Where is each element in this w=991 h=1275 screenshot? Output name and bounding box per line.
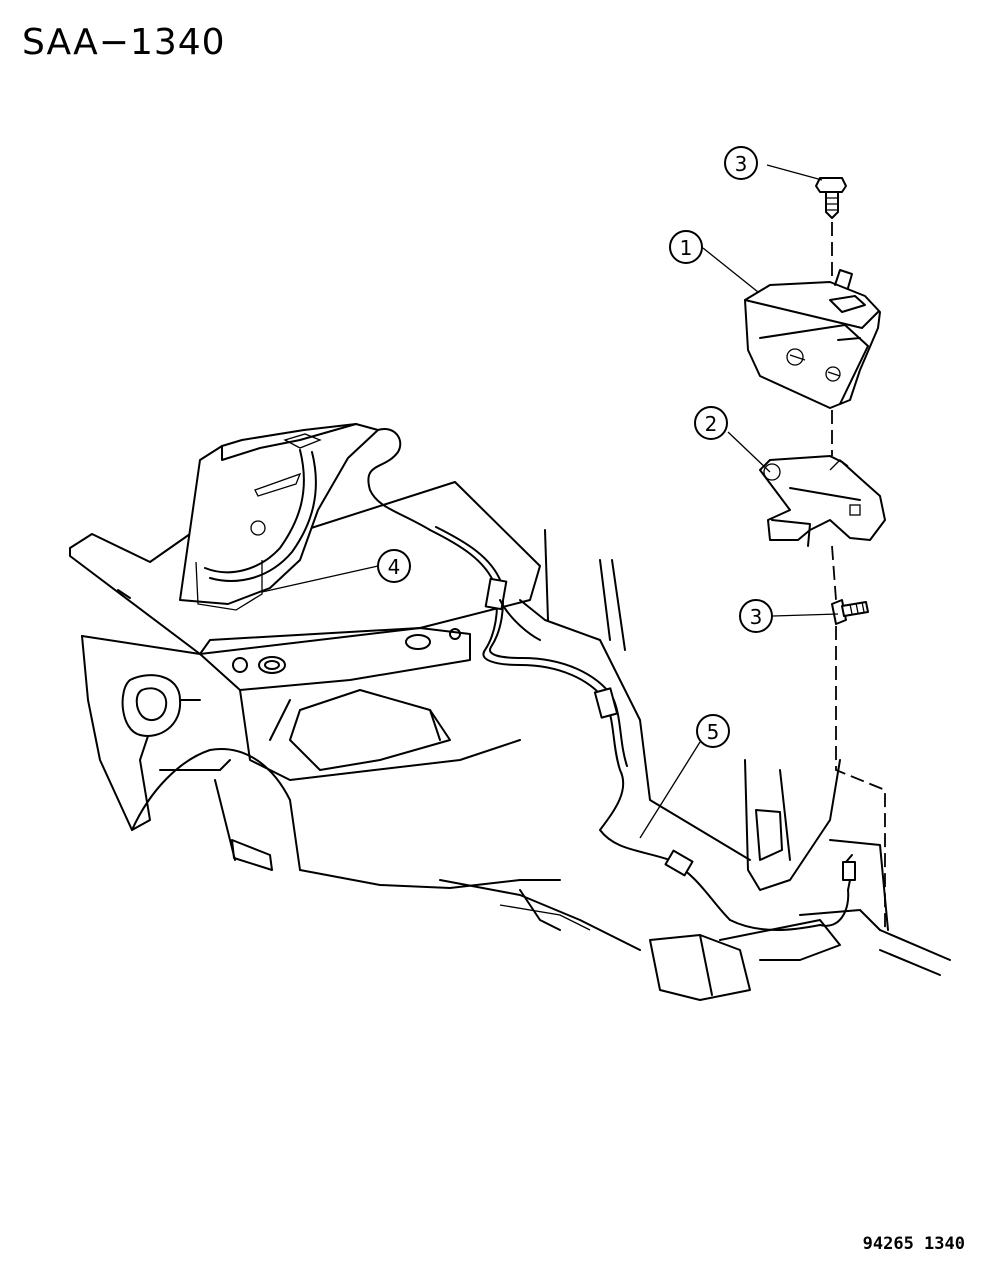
callout-5-label: 5	[707, 720, 720, 744]
release-cable	[429, 526, 856, 931]
callout-1: 1	[669, 230, 703, 264]
callout-2-label: 2	[705, 412, 718, 436]
assembly-guide-line	[831, 222, 886, 930]
callout-3-upper-label: 3	[735, 152, 748, 176]
bolt-upper	[815, 177, 847, 219]
callout-4: 4	[377, 549, 411, 583]
callout-1-label: 1	[680, 236, 693, 260]
bolt-lower	[831, 599, 869, 625]
trunk-body-drawing	[69, 423, 951, 1001]
callout-2: 2	[694, 406, 728, 440]
callout-4-label: 4	[388, 555, 401, 579]
diagram-code: SAA−1340	[22, 22, 226, 63]
callout-3-upper: 3	[724, 146, 758, 180]
callout-5: 5	[696, 714, 730, 748]
leader-lines	[261, 164, 839, 839]
striker-bracket	[759, 455, 886, 547]
latch-assembly	[744, 269, 881, 409]
callout-3-lower: 3	[739, 599, 773, 633]
figure-number: 94265 1340	[862, 1234, 965, 1254]
callout-3-lower-label: 3	[750, 605, 763, 629]
